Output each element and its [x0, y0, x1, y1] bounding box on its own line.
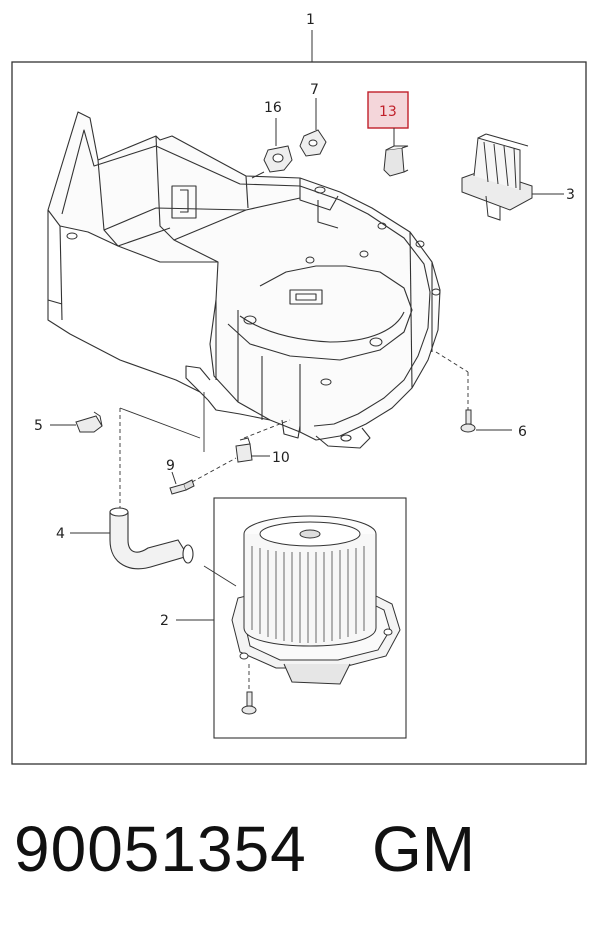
callout-7: 7 [310, 82, 319, 98]
callout-4: 4 [56, 526, 65, 542]
callout-5: 5 [34, 418, 43, 434]
nut-part-16 [251, 145, 293, 179]
blower-assembly-diagram: 1 [11, 12, 587, 765]
callout-2: 2 [160, 613, 169, 629]
guide-line-4b [119, 407, 201, 439]
callout-10: 10 [272, 450, 290, 466]
callout-6: 6 [518, 424, 527, 440]
blower-motor-box [213, 497, 407, 739]
hose-part-4 [109, 507, 194, 570]
part-number: 90051354 [14, 813, 307, 885]
motor-screw [241, 691, 257, 715]
leader-line-9 [171, 471, 177, 485]
callout-1: 1 [306, 12, 315, 28]
callout-3: 3 [566, 187, 575, 203]
nut-clip-part-10 [235, 437, 253, 463]
blower-housing [47, 111, 441, 449]
dashed-guide-10 [243, 419, 291, 439]
highlight-box-13 [367, 91, 409, 129]
resistor-part-3 [461, 133, 533, 221]
diagram-frame [11, 61, 587, 765]
housing-mount-holes [66, 186, 441, 386]
relay-part-13 [383, 145, 409, 177]
callout-9: 9 [166, 458, 175, 474]
callout-13: 13 [379, 104, 397, 120]
dashed-guide-6 [435, 351, 469, 373]
callout-16: 16 [264, 100, 282, 116]
blower-motor-part-2 [231, 515, 401, 685]
dashed-guide-9 [191, 457, 237, 483]
guide-line-2 [203, 565, 237, 587]
grommet-part-7 [299, 129, 327, 157]
screw-part-6 [460, 409, 476, 433]
screw-part-9 [169, 479, 195, 495]
clip-part-5 [75, 411, 103, 433]
brand-label: GM [372, 813, 476, 885]
